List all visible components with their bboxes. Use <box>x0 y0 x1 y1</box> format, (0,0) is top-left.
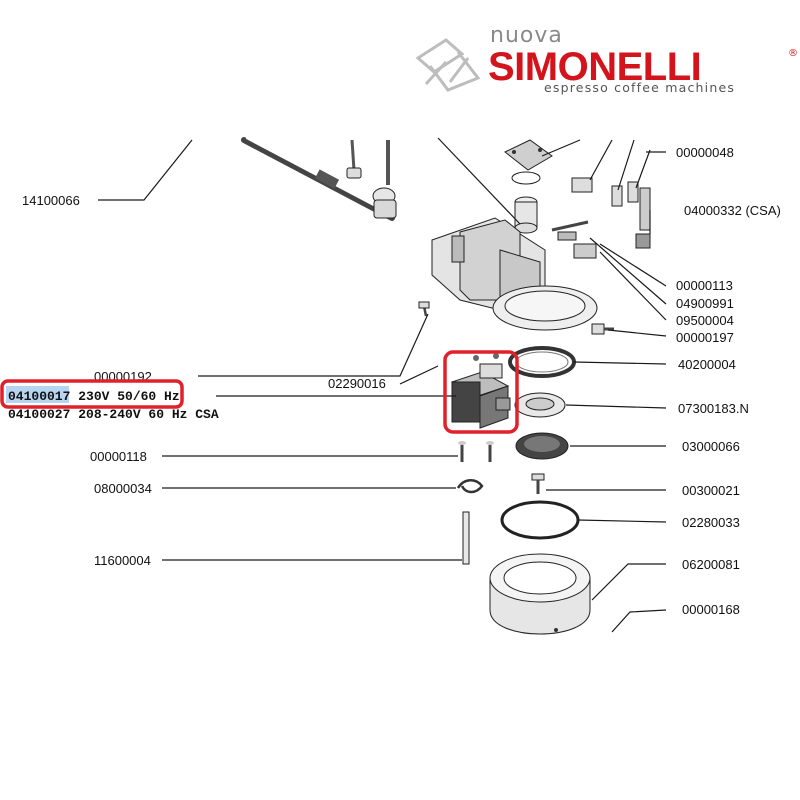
brand-prefix: nuova <box>490 23 563 48</box>
brand-name: SIMONELLI <box>488 45 701 89</box>
label-11600004: 11600004 <box>94 553 151 568</box>
label-06200081: 06200081 <box>682 557 740 572</box>
leader-lines <box>98 137 667 633</box>
label-04000332-csa: 04000332 (CSA) <box>684 203 781 218</box>
part-solenoid-valve <box>450 353 511 429</box>
highlight-group: 04100017 230V 50/60 Hz 04100027 208-240V… <box>0 350 519 434</box>
selected-part-line[interactable]: 04100017 230V 50/60 Hz <box>8 389 180 404</box>
part-gasket-ring <box>508 346 576 378</box>
part-screw-center <box>531 473 545 494</box>
label-07300183-n: 07300183.N <box>678 401 749 416</box>
part-spring <box>456 479 484 494</box>
label-00000113: 00000113 <box>676 278 733 293</box>
selected-part-spec: 230V 50/60 Hz <box>70 389 179 404</box>
part-group-body <box>431 217 598 331</box>
label-00000168: 00000168 <box>682 602 740 617</box>
logo-emblem-icon <box>415 38 481 92</box>
part-valve-plate <box>504 139 553 185</box>
label-02280033: 02280033 <box>682 515 740 530</box>
label-08000034: 08000034 <box>94 481 152 496</box>
brand-tagline: espresso coffee machines <box>544 80 735 95</box>
label-00300021: 00300021 <box>682 483 740 498</box>
part-wand <box>241 137 395 221</box>
part-pins <box>458 441 494 462</box>
label-02290016: 02290016 <box>328 376 386 391</box>
label-00000197: 00000197 <box>676 330 734 345</box>
part-connectors <box>551 220 597 259</box>
label-14100066: 14100066 <box>22 193 80 208</box>
brand-registered-mark: ® <box>788 48 798 59</box>
part-screw-right <box>591 323 614 335</box>
part-shower-plate <box>514 392 566 418</box>
part-collar <box>489 553 591 635</box>
label-04900991: 04900991 <box>676 296 734 311</box>
part-screw-small <box>418 301 430 317</box>
selected-part-code: 04100017 <box>8 389 70 404</box>
part-switch-cluster <box>571 177 651 249</box>
label-03000066: 03000066 <box>682 439 740 454</box>
text-selection-highlight <box>6 386 69 403</box>
label-09500004: 09500004 <box>676 313 734 328</box>
highlight-box-part <box>443 350 519 434</box>
part-cylinder <box>514 196 538 234</box>
part-screen <box>515 432 569 460</box>
part-fitting <box>372 140 397 219</box>
label-00000118: 00000118 <box>90 449 147 464</box>
part-screw-top <box>346 139 362 179</box>
alt-part-line: 04100027 208-240V 60 Hz CSA <box>8 407 219 422</box>
label-00000048: 00000048 <box>676 145 734 160</box>
part-rod <box>462 511 470 565</box>
brand-logo: nuova SIMONELLI ® espresso coffee machin… <box>415 23 798 95</box>
part-o-ring <box>500 500 580 540</box>
highlight-box-label <box>0 379 184 409</box>
label-40200004: 40200004 <box>678 357 736 372</box>
